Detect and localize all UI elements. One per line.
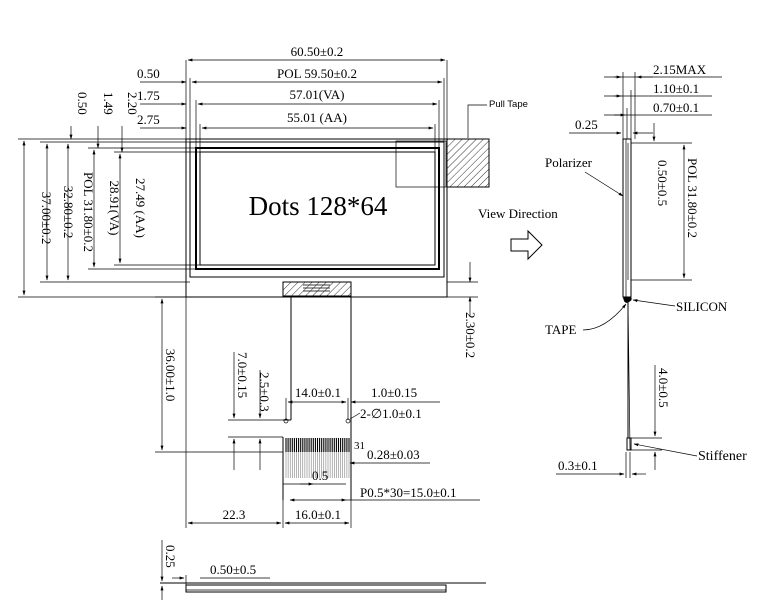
polarizer-outline bbox=[189, 141, 445, 278]
va-height-dim: 28.91(VA) bbox=[107, 180, 122, 235]
active-area-outline bbox=[199, 151, 436, 266]
silicon-label: SILICON bbox=[676, 299, 728, 314]
side-dim-025: 0.25 bbox=[575, 117, 598, 132]
pol-height-dim: POL 31.80±0.2 bbox=[81, 172, 96, 252]
dim-70: 7.0±0.15 bbox=[235, 352, 250, 398]
overall-width-dim: 60.50±0.2 bbox=[291, 44, 344, 59]
overall-height-dim: 37.00±0.2 bbox=[39, 192, 54, 245]
display-resolution-label: Dots 128*64 bbox=[249, 191, 388, 221]
view-direction-arrow-icon bbox=[510, 229, 543, 261]
view-direction: View Direction bbox=[478, 206, 558, 261]
dim-230: 2.30±0.2 bbox=[463, 312, 478, 358]
va-width-dim: 57.01(VA) bbox=[289, 87, 344, 102]
dim-223: 22.3 bbox=[223, 507, 246, 522]
side-panel-body bbox=[622, 138, 632, 298]
glass-outline bbox=[185, 138, 448, 298]
height-328-dim: 32.80±0.2 bbox=[61, 186, 76, 239]
aa-width-dim: 55.01 (AA) bbox=[287, 110, 347, 125]
offset-175-dim: 1.75 bbox=[137, 88, 160, 103]
left-dimensions: 37.00±0.2 32.80±0.2 POL 31.80±0.2 28.91(… bbox=[18, 92, 200, 298]
side-view: 2.15MAX 1.10±0.1 0.70±0.1 0.25 Polarizer… bbox=[545, 62, 747, 478]
pol-width-dim: POL 59.50±0.2 bbox=[277, 66, 357, 81]
bottom-profile bbox=[185, 584, 447, 593]
dim-16: 16.0±0.1 bbox=[295, 507, 341, 522]
dim-25: 2.5±0.3 bbox=[257, 372, 272, 412]
bottom-dim-050: 0.50±0.5 bbox=[210, 562, 256, 577]
side-dim-215: 2.15MAX bbox=[653, 62, 707, 77]
pull-tape: Pull Tape bbox=[395, 99, 528, 188]
offset-050-dim: 0.50 bbox=[137, 66, 160, 81]
fpc-dimensions: 7.0±0.15 2.5±0.3 14.0±0.1 1.0±0.15 2-∅1.… bbox=[185, 297, 480, 528]
dim-05: 0.5 bbox=[312, 468, 328, 483]
left-050-dim: 0.50 bbox=[75, 92, 90, 115]
bottom-dim-025: 0.25 bbox=[163, 545, 178, 568]
bottom-view: 0.25 0.50±0.5 bbox=[160, 540, 486, 600]
holes-dim: 2-∅1.0±0.1 bbox=[360, 406, 422, 421]
pin-31-label: 31 bbox=[354, 440, 365, 452]
side-dim-03: 0.3±0.1 bbox=[558, 458, 598, 473]
fpc-pin-field bbox=[285, 438, 350, 478]
view-direction-label: View Direction bbox=[478, 206, 558, 221]
dim-10: 1.0±0.15 bbox=[371, 385, 417, 400]
side-dim-110: 1.10±0.1 bbox=[653, 81, 699, 96]
side-pol-dim: POL 31.80±0.2 bbox=[685, 158, 700, 238]
fpc-bond-area bbox=[282, 281, 352, 297]
front-panel: Dots 128*64 bbox=[185, 138, 448, 298]
side-dim-050: 0.50±0.5 bbox=[655, 160, 670, 206]
side-dim-40: 4.0±0.5 bbox=[656, 368, 671, 408]
side-dim-070: 0.70±0.1 bbox=[653, 100, 699, 115]
stiffener-shape bbox=[626, 437, 632, 451]
left-220-dim: 2.20 bbox=[125, 92, 140, 115]
top-dimensions: 60.50±0.2 POL 59.50±0.2 0.50 57.01(VA) 1… bbox=[137, 44, 448, 152]
pitch-dim: P0.5*30=15.0±0.1 bbox=[360, 485, 456, 500]
viewing-area-outline bbox=[195, 147, 440, 270]
offset-275-dim: 2.75 bbox=[137, 112, 160, 127]
dim-028: 0.28±0.03 bbox=[367, 447, 420, 462]
dim-36: 36.00±1.0 bbox=[163, 349, 178, 402]
stiffener-label: Stiffener bbox=[698, 449, 747, 464]
left-149-dim: 1.49 bbox=[101, 92, 116, 115]
tape-label: TAPE bbox=[545, 322, 577, 337]
aa-height-dim: 27.49 (AA) bbox=[133, 178, 148, 238]
fpc-tail: 31 bbox=[282, 281, 365, 500]
silicon-blob bbox=[623, 297, 632, 303]
pull-tape-label: Pull Tape bbox=[489, 99, 528, 110]
polarizer-label: Polarizer bbox=[545, 155, 593, 170]
fpc-length-dims: 2.30±0.2 36.00±1.0 bbox=[155, 262, 478, 453]
dim-14: 14.0±0.1 bbox=[295, 385, 341, 400]
